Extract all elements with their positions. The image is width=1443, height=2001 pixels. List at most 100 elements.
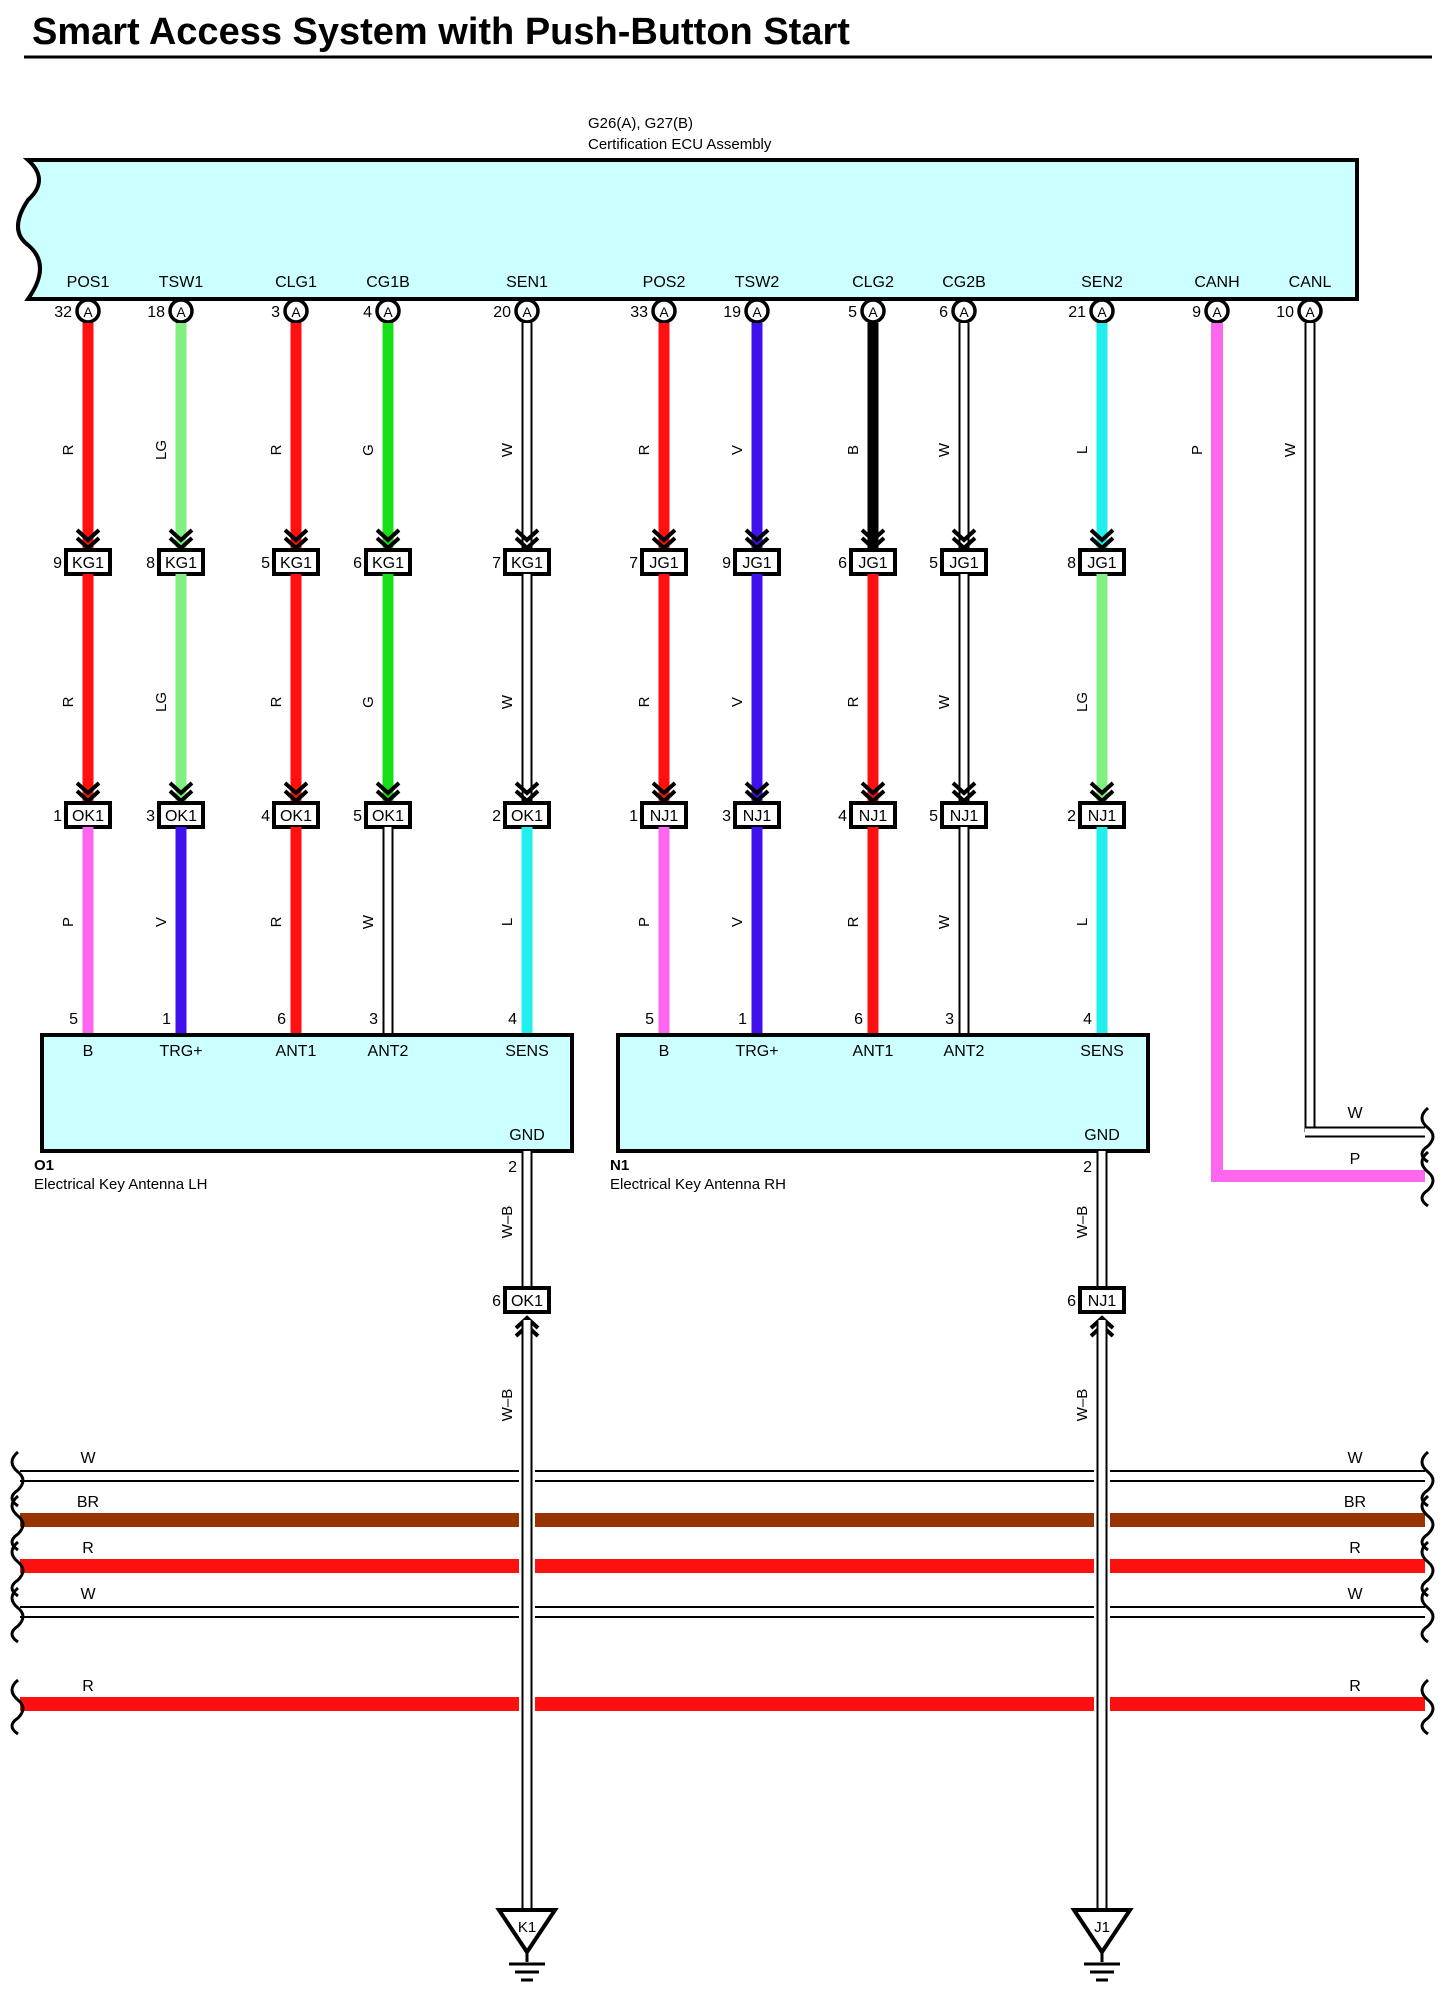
wire-seg3-color-7: R (845, 916, 862, 927)
ecu-pin-conn-7: A (868, 304, 878, 320)
junction-connector-8-label: JG1 (949, 555, 978, 572)
bus-line-2-label-left: R (82, 1540, 94, 1557)
antenna-body-0 (40, 1033, 574, 1153)
junction-connector-3: KG1 (364, 548, 412, 576)
ecu-pin-conn-3: A (383, 304, 393, 320)
wire-seg1-arrow-9-a (1089, 528, 1115, 543)
can-high-out-label: P (1350, 1151, 1361, 1168)
antenna-pin-number-1: 1 (162, 1011, 171, 1028)
wire-seg3-color-9: L (1074, 918, 1091, 926)
antenna-0-pin-label-3: ANT2 (368, 1043, 409, 1060)
wire-seg2-arrow-3-a (375, 781, 401, 796)
junction-connector-8-box (940, 548, 988, 576)
ecu-pin-circle-9 (1089, 298, 1115, 324)
wire-seg3-color-5: P (636, 917, 653, 927)
antenna-connector-8-label: NJ1 (950, 808, 979, 825)
ecu-pin-circle-4 (514, 298, 540, 324)
antenna-0-gnd-label: GND (509, 1127, 545, 1144)
ecu-pin-label-canh: CANH (1194, 274, 1239, 291)
wire-seg2-arrow-1-a (168, 781, 194, 796)
ecu-pin-number-9: 21 (1068, 304, 1086, 321)
ecu-pin-label-sen1: SEN1 (506, 274, 548, 291)
bus-line-3-break-left (10, 1586, 25, 1644)
wire-seg2-color-8: W (936, 694, 953, 709)
antenna-1-gnd-connector-label: NJ1 (1088, 1293, 1117, 1310)
ecu-pin-number-2: 3 (271, 304, 280, 321)
bus-line-1-label-left: BR (77, 1494, 99, 1511)
antenna-connector-5-label: NJ1 (650, 808, 679, 825)
junction-connector-3-label: KG1 (372, 555, 404, 572)
wire-seg1-arrow-2-a (283, 528, 309, 543)
can-low-out-label: W (1347, 1105, 1363, 1122)
ecu-pin-label-cg2b: CG2B (942, 274, 986, 291)
ecu-pin-circle-5 (651, 298, 677, 324)
antenna-pin-number-2: 6 (277, 1011, 286, 1028)
antenna-connector-2-label: OK1 (280, 808, 312, 825)
junction-pin-6: 9 (722, 555, 731, 572)
antenna-body-1 (616, 1033, 1150, 1153)
junction-connector-4: KG1 (503, 548, 551, 576)
ecu-body (16, 158, 1359, 301)
antenna-1-gnd-pin: 2 (1083, 1159, 1092, 1176)
wire-seg2-color-7: R (845, 696, 862, 707)
wire-seg1-color-1: LG (153, 440, 170, 460)
ecu-pin-number-7: 5 (848, 304, 857, 321)
ecu-pin-label-pos1: POS1 (67, 274, 110, 291)
wire-seg2-color-3: G (360, 696, 377, 708)
ecu-pin-circle-10 (1204, 298, 1230, 324)
junction-pin-7: 6 (838, 555, 847, 572)
junction-connector-4-label: KG1 (511, 555, 543, 572)
ecu-pin-circle-8 (951, 298, 977, 324)
antenna-pin-number-5: 5 (645, 1011, 654, 1028)
wire-seg2-arrow-4-a (514, 781, 540, 796)
ecu-pin-label-cg1b: CG1B (366, 274, 410, 291)
ecu-pin-number-3: 4 (363, 304, 372, 321)
wire-seg1-color-0: R (60, 444, 77, 455)
wire-seg2-color-5: R (636, 696, 653, 707)
wire-seg2-arrow-7-a (860, 781, 886, 796)
junction-pin-4: 7 (492, 555, 501, 572)
wire-seg3-color-3: W (360, 914, 377, 929)
bus-line-0-break-left (10, 1450, 25, 1508)
antenna-connector-9-label: NJ1 (1088, 808, 1117, 825)
bus-line-1-break-right (1420, 1494, 1435, 1552)
antenna-1-gnd-connector: NJ1 (1078, 1286, 1126, 1314)
antenna-0-gnd-conn-pin: 6 (492, 1293, 501, 1310)
antenna-connector-pin-6: 3 (722, 808, 731, 825)
antenna-pin-number-9: 4 (1083, 1011, 1092, 1028)
wire-seg1-arrow-0-a (75, 528, 101, 543)
ecu-pin-circle-6 (744, 298, 770, 324)
ecu-pin-number-6: 19 (723, 304, 741, 321)
ecu-pin-label-tsw1: TSW1 (159, 274, 204, 291)
wire-seg3-color-0: P (60, 917, 77, 927)
antenna-0-pin-label-0: B (83, 1043, 94, 1060)
antenna-1-gnd-conn-pin: 6 (1067, 1293, 1076, 1310)
ecu-name-label: Certification ECU Assembly (588, 136, 772, 153)
ecu-connector-label: G26(A), G27(B) (588, 115, 693, 132)
junction-connector-7-box (849, 548, 897, 576)
ecu-pin-circle-0 (75, 298, 101, 324)
wire-seg1-color-4: W (499, 442, 516, 457)
wire-seg3-color-4: L (499, 918, 516, 926)
junction-connector-1: KG1 (157, 548, 205, 576)
ecu-pin-conn-11: A (1305, 304, 1315, 320)
wire-seg1-color-6: V (729, 445, 746, 455)
antenna-connector-pin-0: 1 (53, 808, 62, 825)
antenna-pin-number-4: 4 (508, 1011, 517, 1028)
ecu-pin-circle-1 (168, 298, 194, 324)
wire-seg1-color-5: R (636, 444, 653, 455)
ground-point-1-label: J1 (1094, 1919, 1110, 1936)
bus-line-1-break-left (10, 1494, 25, 1552)
antenna-0-name: Electrical Key Antenna LH (34, 1176, 207, 1193)
antenna-connector-3-label: OK1 (372, 808, 404, 825)
junction-connector-6: JG1 (733, 548, 781, 576)
junction-connector-1-label: KG1 (165, 555, 197, 572)
antenna-0-pin-label-2: ANT1 (276, 1043, 317, 1060)
antenna-connector-pin-7: 4 (838, 808, 847, 825)
ecu-pin-number-1: 18 (147, 304, 165, 321)
ecu-pin-conn-1: A (176, 304, 186, 320)
antenna-connector-9: NJ1 (1078, 801, 1126, 829)
junction-connector-9-box (1078, 548, 1126, 576)
antenna-connector-8: NJ1 (940, 801, 988, 829)
junction-connector-0-label: KG1 (72, 555, 104, 572)
